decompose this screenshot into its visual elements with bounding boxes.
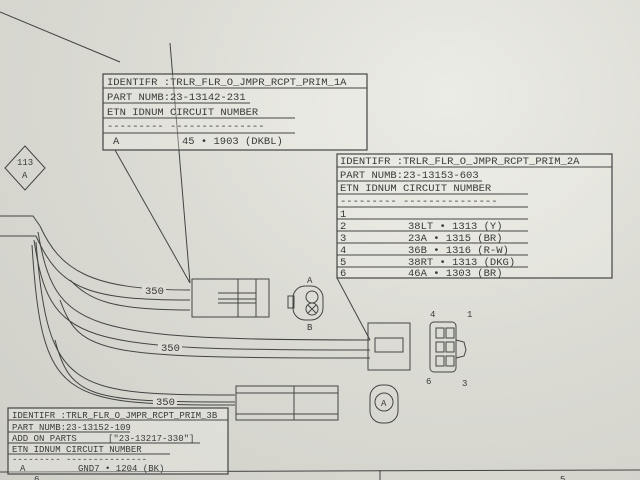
row-id: 2 xyxy=(340,221,346,233)
table-identifier: IDENTIFR :TRLR_FLR_O_JMPR_RCPT_PRIM_2A xyxy=(340,156,580,168)
row-id: 5 xyxy=(340,257,346,269)
wire-length-label: 350 xyxy=(161,343,180,355)
grid-label: 5 xyxy=(560,475,565,480)
frame-line xyxy=(0,11,121,63)
grid-label: 6 xyxy=(34,475,39,480)
row-circuit: 38RT • 1313 (DKG) xyxy=(408,257,515,269)
table-row: A GND7 • 1204 (BK) xyxy=(20,464,164,474)
row-circuit: 46A • 1303 (BR) xyxy=(408,268,503,280)
row-circuit: 23A • 1315 (BR) xyxy=(408,233,503,245)
table-separator: --------- --------------- xyxy=(107,121,265,133)
pin-label: A xyxy=(307,276,313,286)
table-row: 2 38LT • 1313 (Y) xyxy=(340,221,503,233)
table-separator: --------- --------------- xyxy=(12,455,147,465)
table-row: 1 xyxy=(340,209,346,221)
table-part-number: PART NUMB:23-13152-109 xyxy=(12,423,131,433)
table-part-number: PART NUMB:23-13142-231 xyxy=(107,92,246,104)
pin-label: 6 xyxy=(426,377,431,387)
frame-line xyxy=(0,469,640,473)
connector-2a-face: 4 1 6 3 xyxy=(426,310,472,389)
table-prim-3b: IDENTIFR :TRLR_FLR_O_JMPR_RCPT_PRIM_3B P… xyxy=(7,407,229,475)
wire-length-label: 350 xyxy=(145,286,164,298)
wire-harness xyxy=(0,42,371,406)
row-circuit: GND7 • 1204 (BK) xyxy=(78,464,164,474)
table-identifier: IDENTIFR :TRLR_FLR_O_JMPR_RCPT_PRIM_1A xyxy=(107,77,347,89)
table-header: ETN IDNUM CIRCUIT NUMBER xyxy=(107,107,259,119)
row-id: 3 xyxy=(340,233,346,245)
connector-1a xyxy=(191,278,270,318)
ref-number: 113 xyxy=(17,158,33,168)
table-header: ETN IDNUM CIRCUIT NUMBER xyxy=(340,183,492,195)
row-circuit: 38LT • 1313 (Y) xyxy=(408,221,503,233)
table-row: 3 23A • 1315 (BR) xyxy=(340,233,503,245)
table-separator: --------- --------------- xyxy=(340,196,498,208)
row-id: 1 xyxy=(340,209,346,221)
connector-3b-face: A xyxy=(369,384,399,424)
table-header: ETN IDNUM CIRCUIT NUMBER xyxy=(12,445,142,455)
reference-marker: 113 A xyxy=(4,145,46,191)
ref-letter: A xyxy=(22,171,28,181)
table-prim-1a: IDENTIFR :TRLR_FLR_O_JMPR_RCPT_PRIM_1A P… xyxy=(102,73,368,151)
pin-label: 1 xyxy=(467,310,472,320)
table-prim-2a: IDENTIFR :TRLR_FLR_O_JMPR_RCPT_PRIM_2A P… xyxy=(336,153,613,280)
table-part-number: PART NUMB:23-13153-603 xyxy=(340,170,479,182)
table-row: 5 38RT • 1313 (DKG) xyxy=(340,257,515,269)
addon-parts-value: ["23-13217-330"] xyxy=(108,434,194,444)
connector-1a-face: A B xyxy=(287,276,324,333)
table-row: 4 36B • 1316 (R-W) xyxy=(340,245,509,257)
connector-2a xyxy=(367,322,411,371)
row-id: 4 xyxy=(340,245,346,257)
row-id: A xyxy=(20,464,26,474)
connector-3b xyxy=(235,385,339,421)
row-circuit: 45 • 1903 (DKBL) xyxy=(182,136,283,148)
pin-label: 3 xyxy=(462,379,467,389)
table-row: A 45 • 1903 (DKBL) xyxy=(113,136,283,148)
wire-length-label: 350 xyxy=(156,397,175,409)
table-row: 6 46A • 1303 (BR) xyxy=(340,268,503,280)
addon-parts-label: ADD ON PARTS xyxy=(12,434,77,444)
pin-label: B xyxy=(307,323,313,333)
row-circuit: 36B • 1316 (R-W) xyxy=(408,245,509,257)
row-id: 6 xyxy=(340,268,346,280)
row-id: A xyxy=(113,136,120,148)
pin-label: 4 xyxy=(430,310,435,320)
pin-label: A xyxy=(381,399,387,409)
table-identifier: IDENTIFR :TRLR_FLR_O_JMPR_RCPT_PRIM_3B xyxy=(12,411,218,421)
